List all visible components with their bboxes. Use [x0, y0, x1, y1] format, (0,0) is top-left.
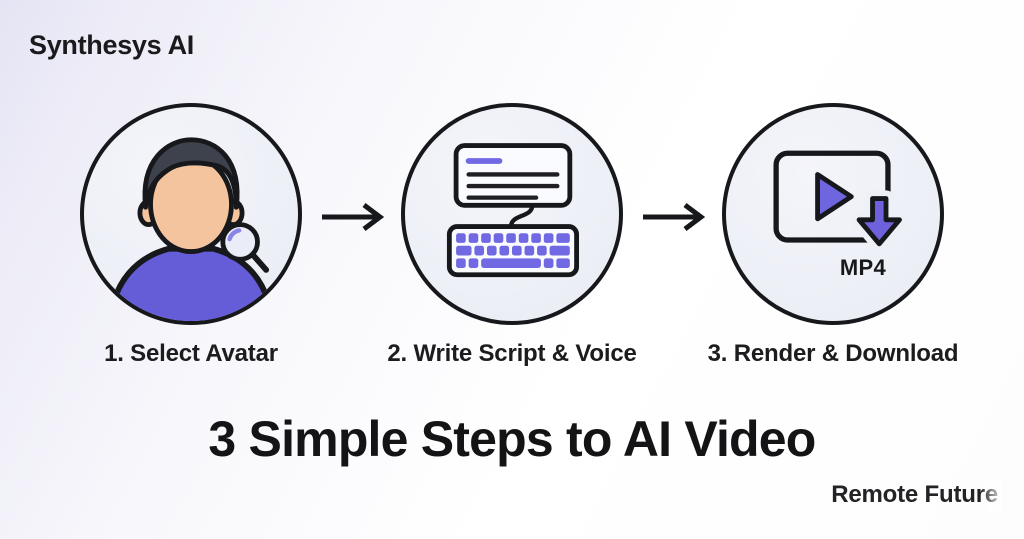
video-download-icon [773, 150, 908, 253]
steps-row: 1. Select Avatar [0, 103, 1024, 368]
brand-logo: Synthesys AI [29, 30, 194, 60]
arrow-right-icon [642, 203, 705, 231]
arrow-right-icon [321, 203, 384, 231]
page-title: 3 Simple Steps to AI Video [208, 411, 816, 467]
step-item-2: 2. Write Script & Voice [387, 103, 637, 368]
step-label-3: 3. Render & Download [707, 340, 959, 367]
step-label-2: 2. Write Script & Voice [387, 340, 637, 367]
arrow-col-1 [306, 200, 397, 234]
script-keyboard-icon [446, 143, 579, 278]
arrow-col-2 [627, 200, 718, 234]
step-circle-2 [401, 103, 623, 325]
step-circle-3: MP4 [722, 103, 944, 325]
brand-credit: Remote Future [831, 481, 1002, 513]
step-item-1: 1. Select Avatar [76, 103, 306, 368]
step-label-1: 1. Select Avatar [104, 340, 278, 367]
avatar-search-icon [106, 137, 276, 321]
brand-credit-text: Remote Future [831, 481, 998, 508]
mp4-badge: MP4 [839, 255, 887, 280]
step-circle-1 [80, 103, 302, 325]
step-item-3: MP4 3. Render & Download [708, 103, 959, 368]
